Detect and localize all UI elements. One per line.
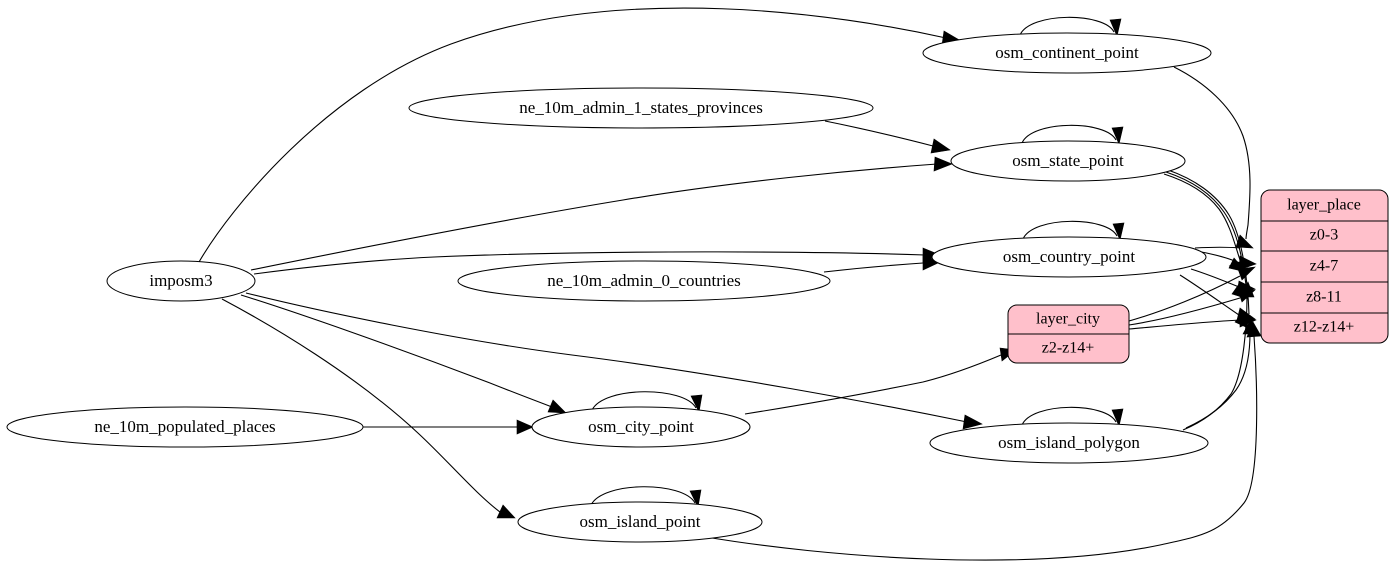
layer-city-row-z2[interactable]: z2-z14+ xyxy=(1042,340,1095,357)
edge-self-osm-state-point xyxy=(1021,124,1117,144)
edge-imposm3-to-island-polygon xyxy=(245,292,968,423)
layer-place-row-z12-z14[interactable]: z12-z14+ xyxy=(1294,319,1355,336)
node-osm-city-point[interactable]: osm_city_point xyxy=(531,406,751,448)
node-label-ne-populated-places: ne_10m_populated_places xyxy=(94,417,275,436)
arrowhead-ne-states-state xyxy=(930,138,951,154)
node-label-ne-admin-0: ne_10m_admin_0_countries xyxy=(547,271,741,290)
arrowhead-ne-populated-city xyxy=(516,419,534,435)
edge-self-osm-city-point xyxy=(591,391,697,411)
layer-city-header: layer_city xyxy=(1036,311,1100,328)
node-label-osm-island-point: osm_island_point xyxy=(580,512,701,531)
node-label-imposm3: imposm3 xyxy=(149,271,212,290)
node-shape-ne-populated-places[interactable] xyxy=(6,406,364,448)
node-shape-osm-country-point[interactable] xyxy=(931,236,1207,278)
node-label-osm-state-point: osm_state_point xyxy=(1012,151,1124,170)
arrowhead-self-state xyxy=(1111,126,1124,145)
edge-self-osm-island-point xyxy=(590,486,696,506)
edge-imposm3-to-continent xyxy=(198,7,947,263)
arrowhead-self-island-point xyxy=(689,489,702,508)
edge-ne-countries-to-osm-country xyxy=(823,262,924,273)
node-shape-osm-state-point[interactable] xyxy=(950,140,1186,182)
edge-islandpoly-to-place-z12 xyxy=(1185,332,1251,429)
arrowhead-layercity-place-z12 xyxy=(1239,312,1257,328)
node-shape-osm-city-point[interactable] xyxy=(531,406,751,448)
node-layer-city[interactable]: layer_city z2-z14+ xyxy=(1007,304,1130,364)
node-imposm3[interactable]: imposm3 xyxy=(106,260,256,302)
node-label-osm-continent-point: osm_continent_point xyxy=(995,43,1139,62)
node-osm-island-polygon[interactable]: osm_island_polygon xyxy=(929,422,1209,464)
node-shape-osm-island-point[interactable] xyxy=(517,501,763,543)
node-osm-state-point[interactable]: osm_state_point xyxy=(950,140,1186,182)
edge-islandpoly-to-place-z8 xyxy=(1182,295,1248,431)
edge-continent-to-place-z0 xyxy=(1173,66,1251,240)
edge-self-osm-country-point xyxy=(1022,220,1118,240)
layer-place-row-z0-3[interactable]: z0-3 xyxy=(1310,227,1338,244)
node-ne-10m-admin-1-states-provinces[interactable]: ne_10m_admin_1_states_provinces xyxy=(408,87,874,129)
edge-ne-states-to-osm-state xyxy=(824,120,934,147)
node-layer: imposm3 ne_10m_admin_1_states_provinces … xyxy=(6,32,1389,543)
node-label-osm-island-polygon: osm_island_polygon xyxy=(998,433,1140,452)
node-ne-10m-admin-0-countries[interactable]: ne_10m_admin_0_countries xyxy=(457,260,831,302)
arrowhead-imposm3-island-point xyxy=(496,504,516,519)
arrowhead-self-country xyxy=(1112,222,1125,241)
edge-layer xyxy=(198,7,1262,561)
edge-imposm3-to-island-point xyxy=(221,298,501,513)
node-label-ne-admin-1: ne_10m_admin_1_states_provinces xyxy=(519,98,763,117)
node-label-osm-country-point: osm_country_point xyxy=(1003,247,1135,266)
layer-place-header: layer_place xyxy=(1287,197,1361,214)
node-ne-10m-populated-places[interactable]: ne_10m_populated_places xyxy=(6,406,364,448)
node-shape-osm-continent-point[interactable] xyxy=(922,32,1212,74)
arrowhead-country-place-z4b xyxy=(1238,255,1257,271)
node-label-osm-city-point: osm_city_point xyxy=(588,417,694,436)
arrowhead-self-city xyxy=(690,394,703,413)
edge-self-osm-continent-point xyxy=(1019,16,1115,36)
edge-city-to-layer-city xyxy=(744,354,1002,415)
edge-self-osm-island-polygon xyxy=(1021,406,1117,426)
node-shape-imposm3[interactable] xyxy=(106,260,256,302)
arrowhead-imposm3-city xyxy=(547,399,567,414)
node-osm-island-point[interactable]: osm_island_point xyxy=(517,501,763,543)
edge-country-to-place-z4 xyxy=(1194,246,1241,249)
arrowhead-islandpoint-place-z12 xyxy=(1246,321,1262,338)
edge-imposm3-to-state xyxy=(250,163,938,271)
node-osm-continent-point[interactable]: osm_continent_point xyxy=(922,32,1212,74)
edge-layercity-to-place-z8 xyxy=(1128,297,1241,326)
layer-place-row-z8-11[interactable]: z8-11 xyxy=(1306,289,1342,306)
node-shape-layer-place[interactable] xyxy=(1260,189,1389,344)
node-layer-place[interactable]: layer_place z0-3 z4-7 z8-11 z12-z14+ xyxy=(1260,189,1389,344)
arrowhead-imposm3-state xyxy=(933,156,953,172)
node-shape-ne-admin-0[interactable] xyxy=(457,260,831,302)
edge-country-to-place-z8 xyxy=(1190,268,1240,288)
arrowhead-self-continent xyxy=(1109,18,1122,37)
arrowhead-imposm3-island-polygon xyxy=(962,414,983,430)
edge-layercity-to-place-z4 xyxy=(1128,275,1241,322)
layer-place-row-z4-7[interactable]: z4-7 xyxy=(1310,258,1338,275)
node-shape-osm-island-polygon[interactable] xyxy=(929,422,1209,464)
edge-imposm3-to-country xyxy=(253,251,926,275)
arrowhead-ne-countries-country xyxy=(922,255,941,271)
edge-state-to-place-z4 xyxy=(1163,173,1241,261)
node-osm-country-point[interactable]: osm_country_point xyxy=(931,236,1207,278)
arrowhead-islandpoly-place-z8 xyxy=(1239,281,1255,298)
arrowhead-layercity-place-z4 xyxy=(1237,266,1256,281)
edge-imposm3-to-city xyxy=(240,294,553,408)
edge-layercity-to-place-z12 xyxy=(1128,319,1241,330)
edge-country-to-place-z12 xyxy=(1179,274,1240,316)
edge-islandpoint-to-place-z12 xyxy=(705,335,1258,561)
node-shape-ne-admin-1[interactable] xyxy=(408,87,874,129)
arrowhead-self-island-polygon xyxy=(1111,408,1124,427)
